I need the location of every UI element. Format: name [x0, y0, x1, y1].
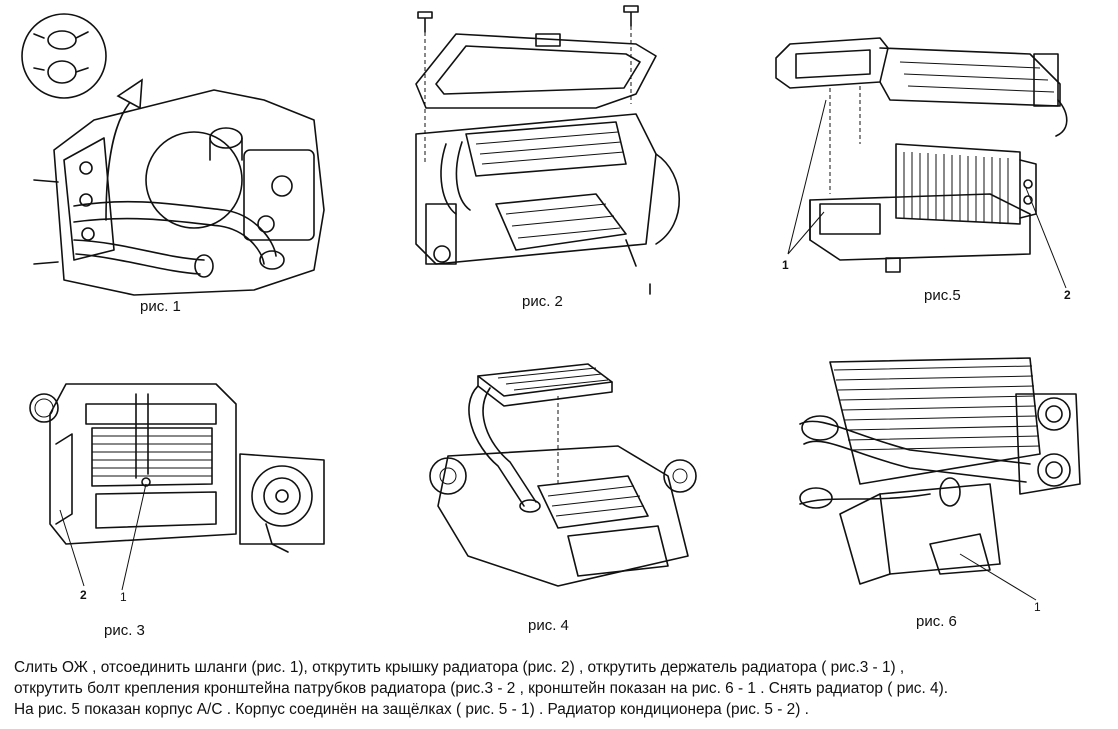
figure-3-drawing [29, 383, 325, 591]
figure-3-callout-1: 1 [120, 590, 127, 604]
figure-3 [26, 374, 336, 604]
figure-3-caption: рис. 3 [104, 622, 145, 639]
instructions-line: Слить ОЖ , отсоединить шланги (рис. 1), … [14, 659, 905, 676]
figure-3-callout-2: 2 [80, 588, 87, 602]
instructions-line: открутить болт крепления кронштейна патр… [14, 680, 948, 697]
figure-2-drawing [415, 5, 681, 295]
figure-4-drawing [429, 363, 697, 587]
figure-6-caption: рис. 6 [916, 613, 957, 630]
figure-1-drawing [21, 13, 325, 296]
figure-4-caption: рис. 4 [528, 617, 569, 634]
figure-5-callout-2: 2 [1064, 288, 1071, 302]
figure-2-caption: рис. 2 [522, 293, 563, 310]
figure-6-callout-1: 1 [1034, 600, 1041, 614]
figure-6-drawing [799, 357, 1081, 601]
figure-5 [770, 14, 1080, 294]
figure-1 [14, 10, 344, 310]
figure-5-drawing [775, 37, 1068, 289]
figure-5-caption: рис.5 [924, 287, 961, 304]
figure-5-callout-1: 1 [782, 258, 789, 272]
figure-2 [396, 4, 696, 295]
figure-1-caption: рис. 1 [140, 298, 181, 315]
figure-4 [418, 356, 718, 596]
instructions-text: Слить ОЖ , отсоединить шланги (рис. 1), … [14, 657, 1109, 720]
figure-6 [790, 354, 1090, 604]
instructions-line: На рис. 5 показан корпус А/С . Корпус со… [14, 701, 809, 718]
